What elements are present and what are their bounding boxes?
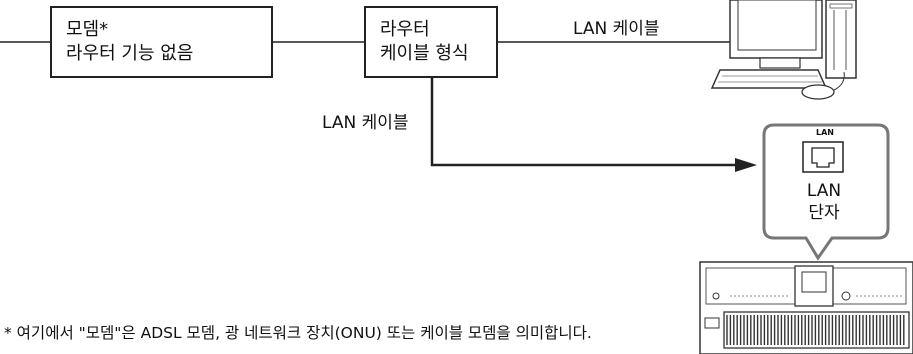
lan-port-callout — [762, 123, 890, 261]
lan-port-label-line1: LAN — [806, 181, 842, 201]
lan-cable-label-mid: LAN 케이블 — [322, 113, 409, 133]
lan-port-small-label: LAN — [816, 128, 834, 137]
router-keyboard-line — [430, 78, 735, 167]
keyboard-icon — [699, 261, 913, 354]
lan-cable-label-top: LAN 케이블 — [573, 19, 660, 39]
footnote: * 여기에서 "모뎀"은 ADSL 모뎀, 광 네트워크 장치(ONU) 또는 … — [4, 324, 592, 342]
arrow-head — [735, 158, 757, 172]
lan-port-label-line2: 단자 — [808, 203, 840, 223]
lan-port-label: LAN 단자 — [784, 180, 864, 224]
modem-box: 모뎀* 라우터 기능 없음 — [50, 6, 273, 78]
computer-icon — [710, 0, 857, 100]
router-box-subtitle: 케이블 형식 — [380, 43, 469, 64]
router-box-title: 라우터 — [380, 19, 430, 40]
modem-box-title: 모뎀* — [66, 19, 109, 40]
modem-box-subtitle: 라우터 기능 없음 — [66, 43, 194, 64]
router-box: 라우터 케이블 형식 — [364, 6, 498, 78]
